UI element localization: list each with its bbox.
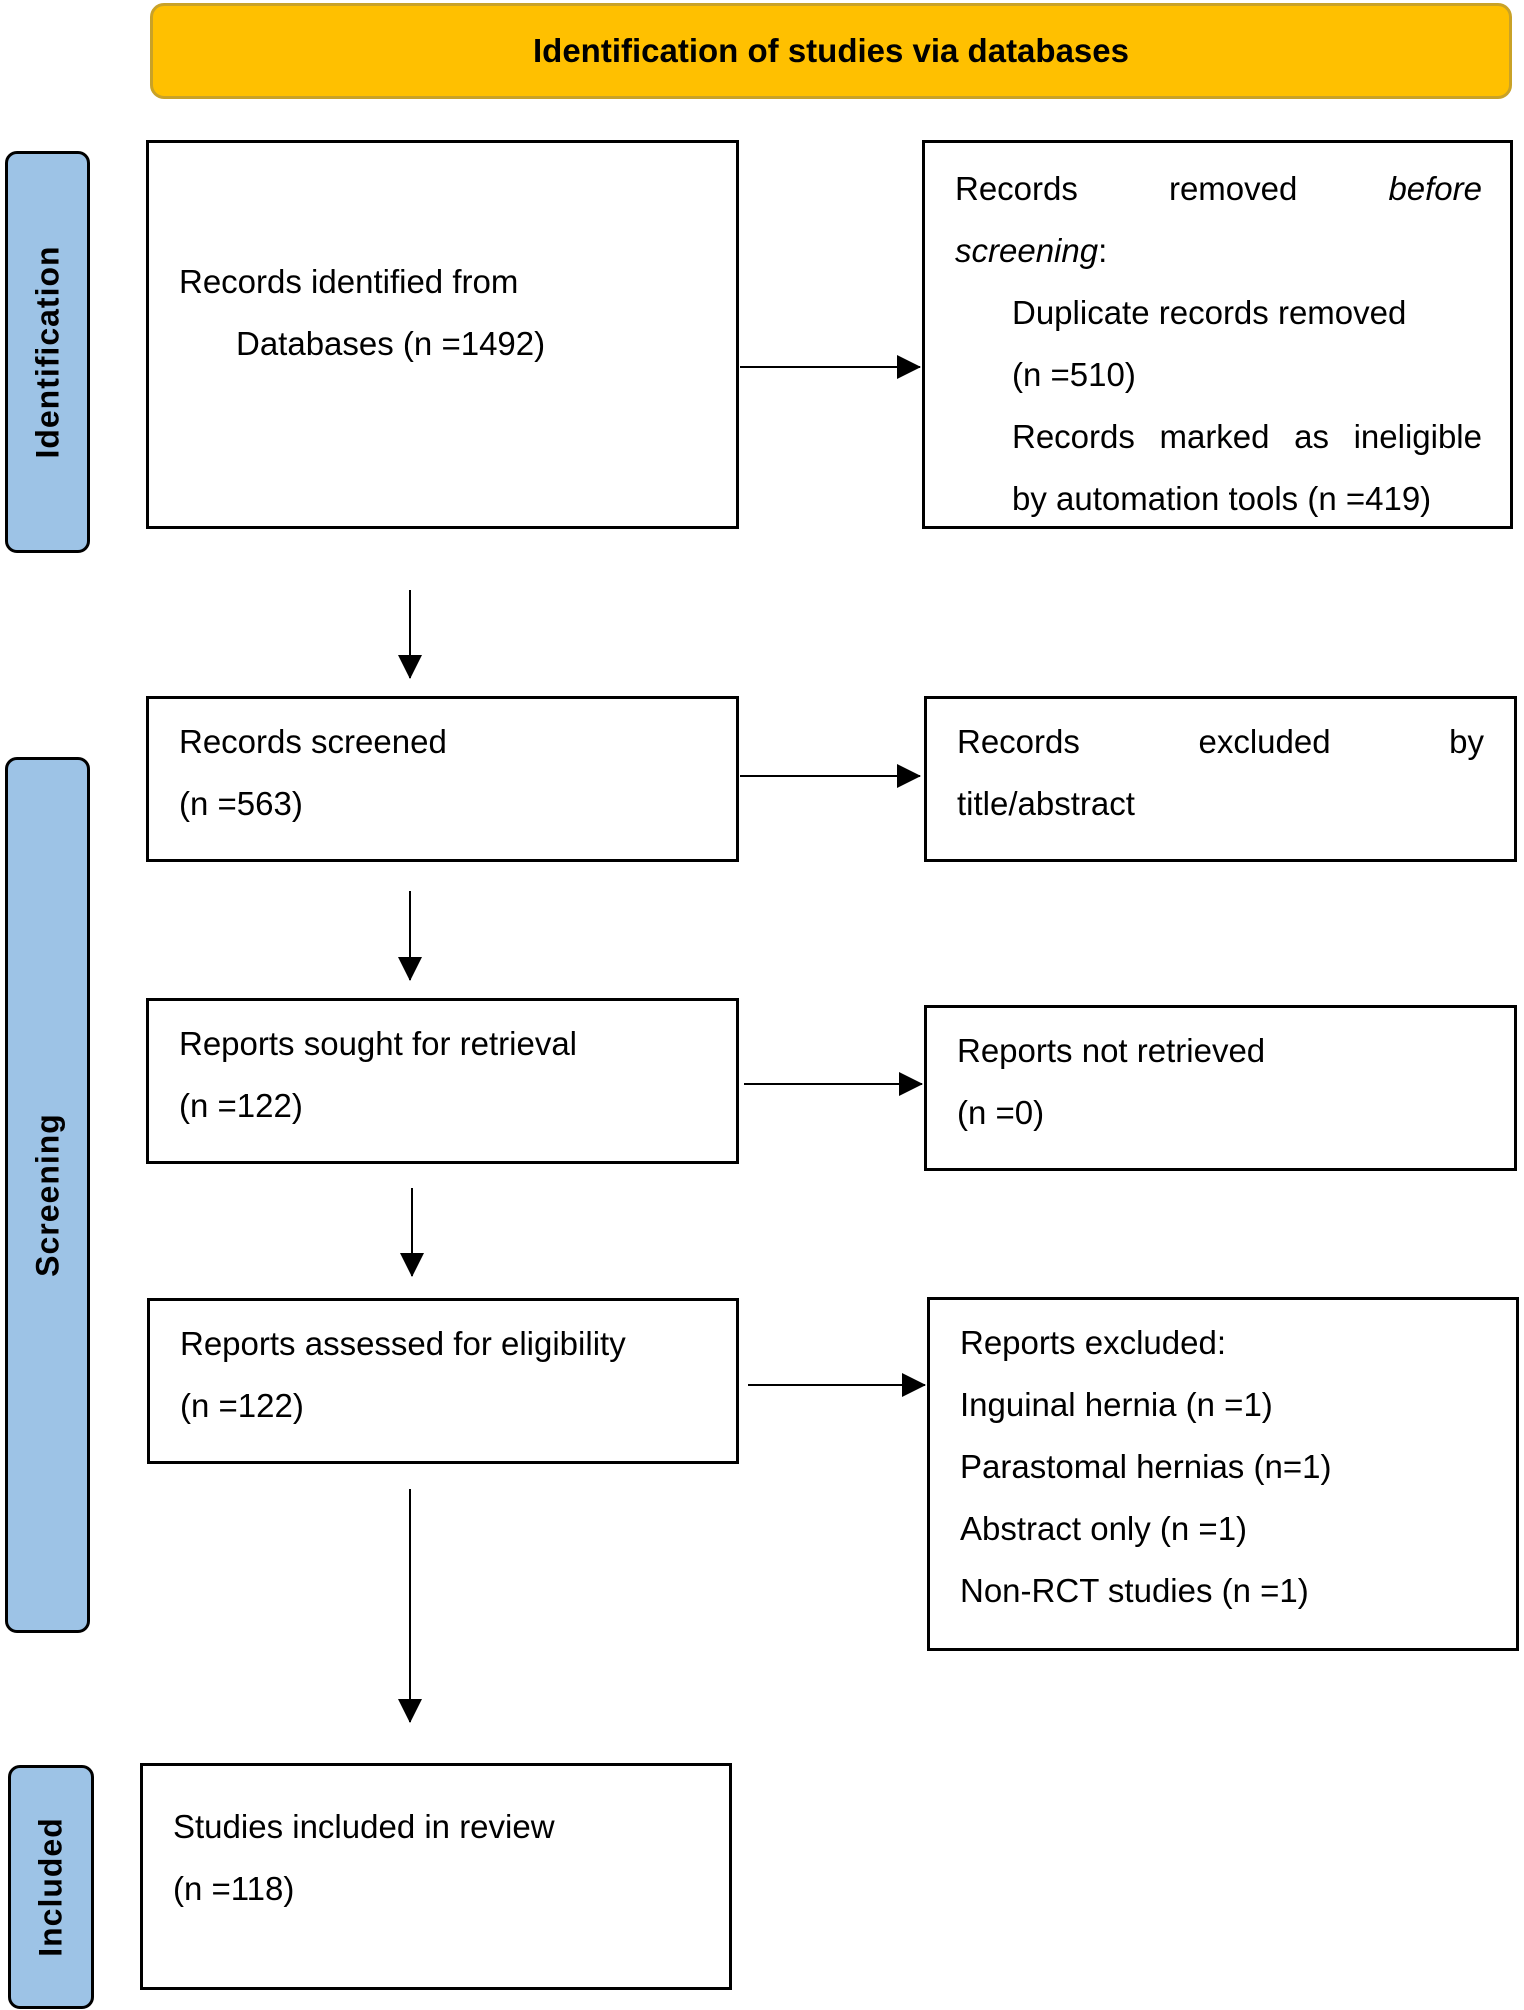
- exclusion-item: Inguinal hernia (n =1): [960, 1386, 1273, 1423]
- header-title: Identification of studies via databases: [533, 32, 1129, 69]
- box-excluded-title-abstract: Records excluded by title/abstract: [924, 696, 1517, 862]
- box-text: (n =118): [173, 1870, 295, 1907]
- box-text: Studies included in review: [173, 1808, 555, 1845]
- header-banner: Identification of studies via databases: [150, 3, 1512, 99]
- box-reports-not-retrieved: Reports not retrieved (n =0): [924, 1005, 1517, 1171]
- box-records-identified: Records identified from Databases (n =14…: [146, 140, 739, 529]
- box-text: Reports assessed for eligibility: [180, 1325, 626, 1362]
- box-text: Records excluded by: [957, 723, 1485, 760]
- box-text: title/abstract: [957, 785, 1135, 822]
- box-records-screened: Records screened (n =563): [146, 696, 739, 862]
- exclusion-item: Non-RCT studies (n =1): [960, 1572, 1309, 1609]
- box-text: Records screened: [179, 723, 447, 760]
- box-text: (n =0): [957, 1094, 1045, 1131]
- box-text: Records marked as ineligible: [1012, 418, 1482, 455]
- box-studies-included: Studies included in review (n =118): [140, 1763, 732, 1990]
- box-text: Reports not retrieved: [957, 1032, 1266, 1069]
- box-text: (n =122): [179, 1087, 303, 1124]
- box-text: screening:: [955, 232, 1108, 269]
- phase-identification: Identification: [5, 151, 90, 553]
- box-text: Reports sought for retrieval: [179, 1025, 578, 1062]
- phase-included: Included: [8, 1765, 94, 2009]
- box-reports-sought: Reports sought for retrieval (n =122): [146, 998, 739, 1164]
- box-text: Records identified from: [179, 263, 519, 300]
- box-text: Duplicate records removed: [1012, 294, 1407, 331]
- box-text: Reports excluded:: [960, 1324, 1226, 1361]
- box-text: (n =510): [1012, 356, 1136, 393]
- exclusion-item: Parastomal hernias (n=1): [960, 1448, 1332, 1485]
- box-text: by automation tools (n =419): [1012, 480, 1432, 517]
- box-text: Records removed before: [955, 170, 1483, 207]
- box-text: (n =122): [180, 1387, 304, 1424]
- box-records-removed: Records removed before screening: Duplic…: [922, 140, 1513, 529]
- phase-screening: Screening: [5, 757, 90, 1633]
- exclusion-item: Abstract only (n =1): [960, 1510, 1248, 1547]
- box-text: Databases (n =1492): [236, 325, 546, 362]
- box-reports-excluded: Reports excluded: Inguinal hernia (n =1)…: [927, 1297, 1519, 1651]
- box-text: (n =563): [179, 785, 303, 822]
- box-reports-assessed: Reports assessed for eligibility (n =122…: [147, 1298, 739, 1464]
